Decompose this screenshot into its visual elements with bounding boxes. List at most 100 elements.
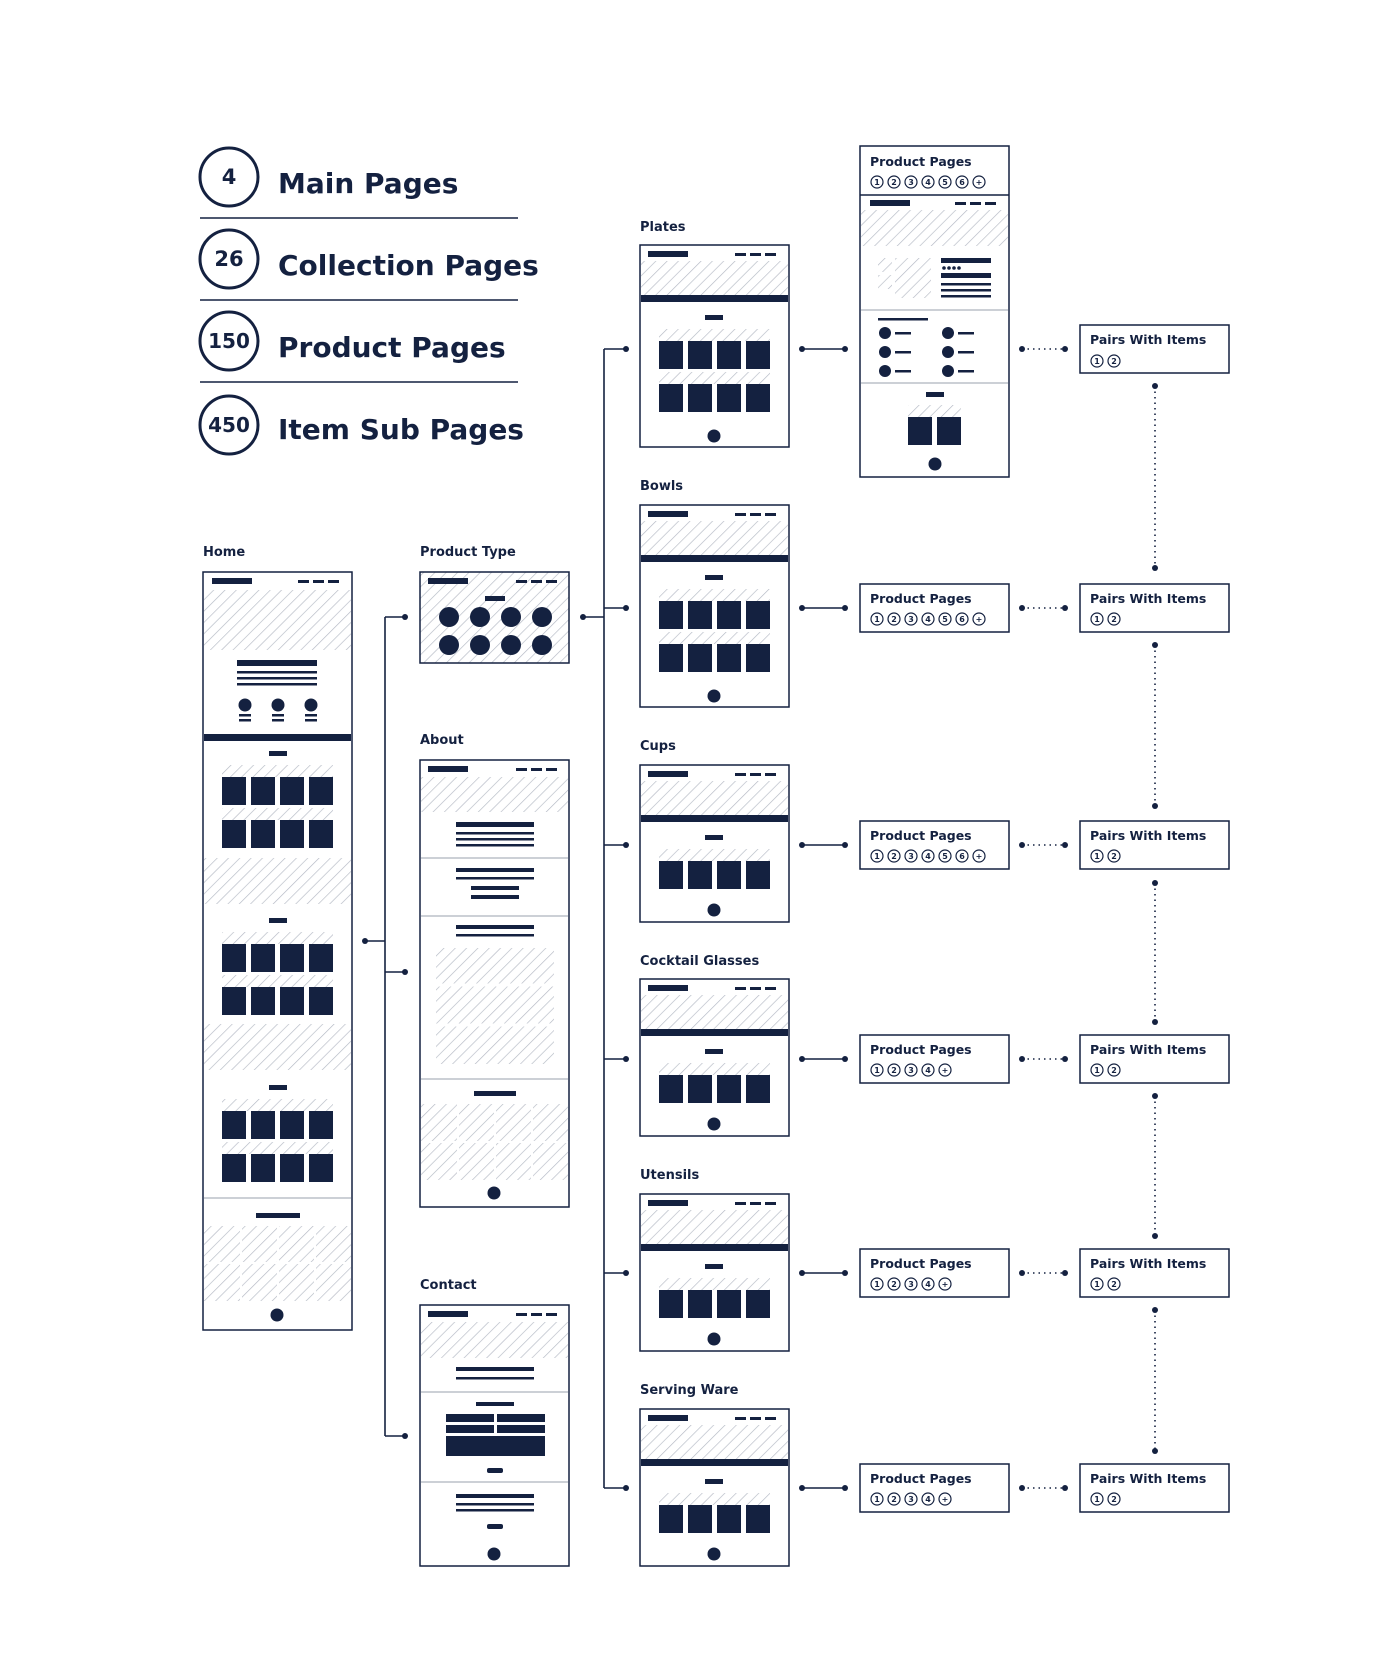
stat-product-pages: 150 Product Pages [198,310,518,383]
stat-collection-pages: 26 Collection Pages [198,228,539,301]
collection-wireframe-cups [639,764,790,923]
chip-circle [887,1277,901,1291]
page-chip: 5 [942,178,948,187]
page-chip: 3 [908,1280,914,1289]
stat-label: Collection Pages [278,249,539,282]
chip-circle [938,1492,952,1506]
chip-circle [938,849,952,863]
chip-circle [1090,849,1104,863]
stat-count: 150 [208,329,250,353]
page-chip: 4 [925,1495,931,1504]
chip-circle [887,175,901,189]
product-pages-title: Product Pages [870,828,972,843]
chip-circle [938,175,952,189]
product-pages-title: Product Pages [870,1042,972,1057]
pairs-title: Pairs With Items [1090,828,1206,843]
page-chip: 1 [874,615,880,624]
chip-circle [921,1063,935,1077]
page-chip: 1 [1094,1066,1100,1075]
collection-wireframe-utensils [639,1193,790,1352]
chip-circle [1107,1492,1121,1506]
chip-circle [938,1277,952,1291]
stat-main-pages: 4 Main Pages [198,146,518,219]
stat-label: Item Sub Pages [278,413,524,446]
chip-circle [972,612,986,626]
chip-circle [887,612,901,626]
page-chip: 2 [891,615,897,624]
page-chip: 2 [1111,1066,1117,1075]
contact-label: Contact [420,1278,477,1293]
chip-circle [870,1492,884,1506]
page-chip: + [976,178,983,187]
chip-circle [904,1492,918,1506]
page-chip: 4 [925,615,931,624]
contact-wireframe [419,1304,570,1567]
chip-circle [870,175,884,189]
page-chip: 2 [1111,852,1117,861]
page-chip: 2 [1111,615,1117,624]
stat-count-circle [198,310,260,372]
page-chip: 2 [891,178,897,187]
chip-circle [955,612,969,626]
pairs-box-cups: Pairs With Items 1 2 [1079,820,1230,870]
page-chip: 1 [1094,852,1100,861]
collection-label-plates: Plates [640,220,686,235]
pairs-title: Pairs With Items [1090,332,1206,347]
chip-circle [938,612,952,626]
chip-circle [904,175,918,189]
page-chip: 4 [925,1280,931,1289]
stat-count: 26 [214,247,243,271]
page-chip: 1 [1094,1280,1100,1289]
chip-circle [1090,1277,1104,1291]
chip-circle [887,849,901,863]
collection-wireframe-plates [639,244,790,448]
chip-circle [870,612,884,626]
stats-legend: 4 Main Pages 26 Collection Pages 150 Pro… [198,146,539,456]
collection-label-utensils: Utensils [640,1168,699,1183]
home-wireframe [202,571,353,1331]
chip-circle [904,1063,918,1077]
connectors [365,348,845,1489]
page-chip: 3 [908,852,914,861]
chip-circle [921,175,935,189]
page-chip: 5 [942,852,948,861]
page-chip: + [976,615,983,624]
collection-label-bowls: Bowls [640,479,683,494]
product-type-label: Product Type [420,545,516,560]
chip-circle [972,849,986,863]
pairs-title: Pairs With Items [1090,1042,1206,1057]
chip-circle [1090,354,1104,368]
pairs-title: Pairs With Items [1090,591,1206,606]
chip-circle [1107,612,1121,626]
chip-circle [938,1063,952,1077]
page-chip: 2 [1111,1495,1117,1504]
collection-wireframe-bowls [639,504,790,708]
dotted-connectors [1022,348,1156,1489]
page-chip: + [942,1495,949,1504]
chip-circle [921,1277,935,1291]
product-pages-title: Product Pages [870,1256,972,1271]
stat-label: Product Pages [278,331,506,364]
about-wireframe [419,759,570,1208]
chip-circle [1107,849,1121,863]
chip-circle [904,612,918,626]
page-chip: 2 [891,852,897,861]
pairs-box-cocktail-glasses: Pairs With Items 1 2 [1079,1034,1230,1084]
page-chip: + [942,1066,949,1075]
page-chip: 6 [959,852,965,861]
page-chip: 4 [925,178,931,187]
about-label: About [420,733,464,748]
chip-circle [887,1063,901,1077]
